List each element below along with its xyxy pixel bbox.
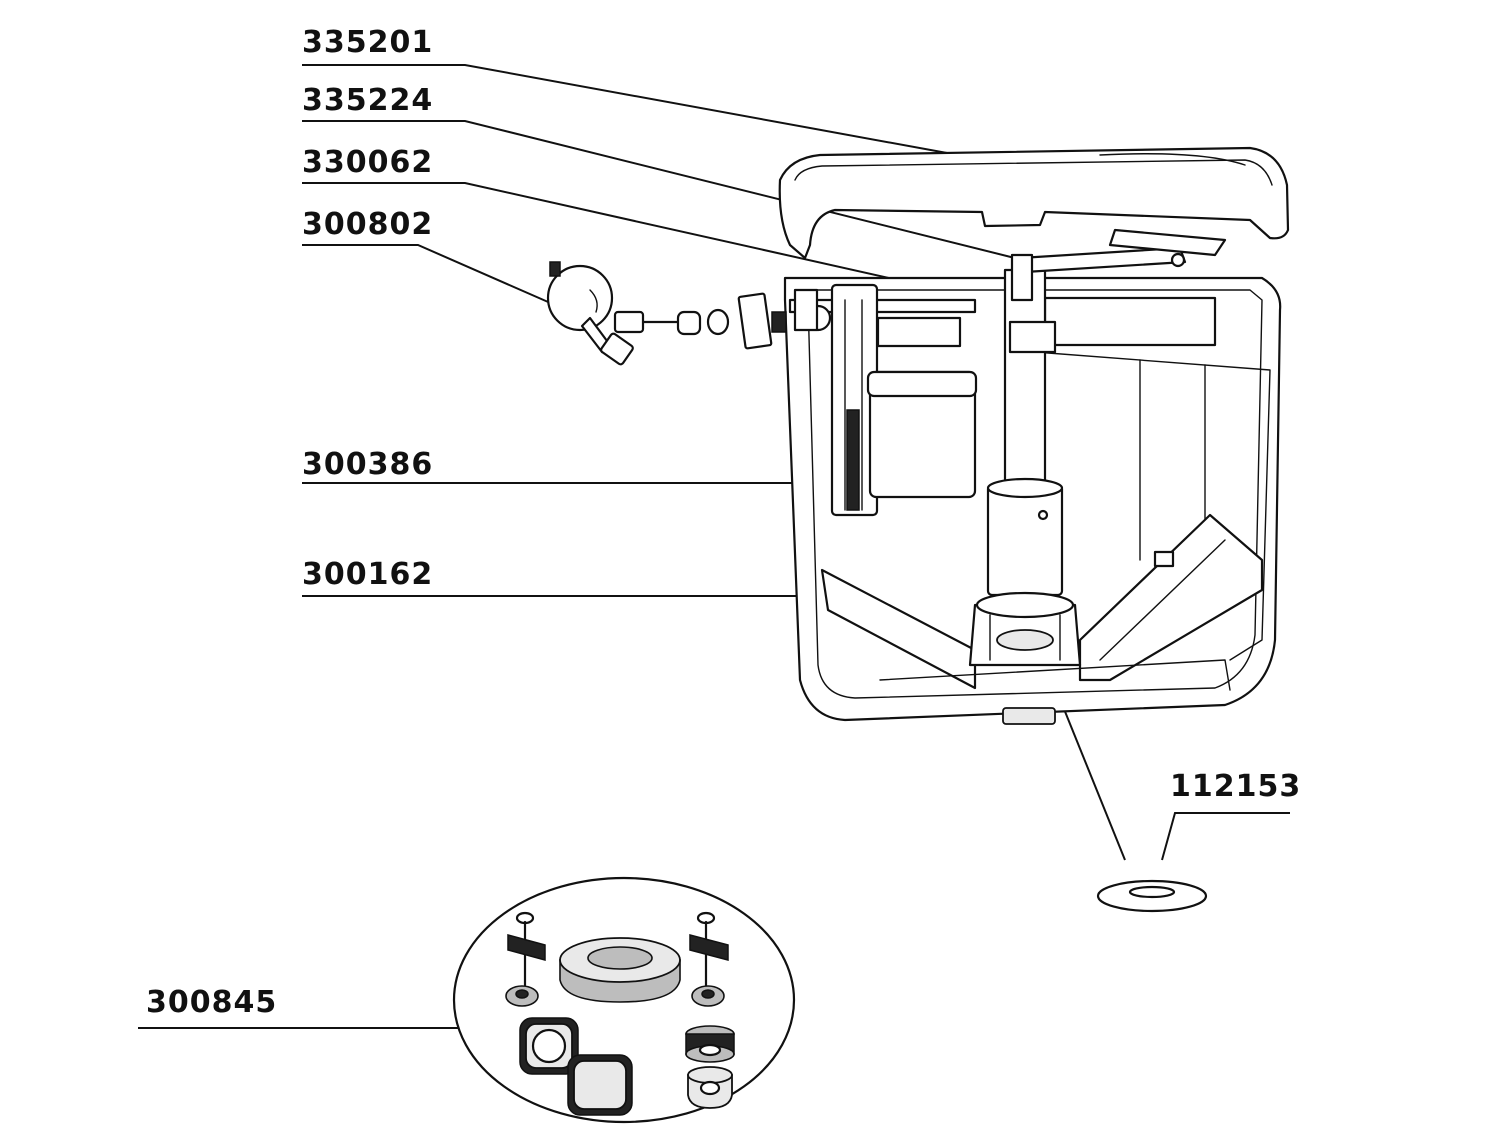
tank-floor [879,659,1231,691]
float-arm [876,316,962,348]
cistern-lid [778,146,1290,260]
inlet-knob [546,264,614,332]
lever-pin [1170,252,1186,268]
bolt-right [689,911,729,1007]
inlet-flange [737,292,773,350]
callout-lid: 335201 [302,25,959,156]
lid-highlight [1099,153,1246,166]
label-300802: 300802 [302,207,433,242]
leader-300802 [302,244,556,306]
lid-shell [778,146,1290,260]
label-330062: 330062 [302,145,433,180]
square-gasket-hole [531,1028,567,1064]
flush-lever-assembly [1008,228,1227,354]
callout-fixing-kit: 300845 [138,985,485,1029]
flush-valve-cage-top [975,591,1075,619]
inlet-ring-nut [676,310,702,336]
float-box-lid [866,370,978,398]
flush-valve-assembly [968,268,1082,667]
square-gasket-front-face [573,1060,627,1110]
mechanism-block [1008,320,1057,354]
callout-lever: 335224 [302,83,1056,269]
inlet-nut [600,332,634,366]
washer-top [687,1066,733,1084]
tank-outlet [1002,707,1056,725]
bolt-right-nut [701,989,715,999]
leader-112153 [1161,812,1290,861]
bolt-left [505,911,546,1007]
seal-washer [1096,879,1208,913]
lever-arm [1018,246,1187,274]
flush-valve-hole [1037,509,1049,521]
flush-valve-seal [996,629,1054,651]
ring-gasket-hole [587,946,653,970]
washer-hole [699,1080,721,1096]
baffle-tab [1153,550,1175,568]
tank-inner-wall [799,289,1263,699]
bolt-left-bracket [507,934,546,961]
lever-pivot [1010,253,1034,302]
float-valve-rod [846,409,860,511]
bolt-left-nut [515,989,529,999]
nut-washer-stack [685,1025,735,1109]
label-300162: 300162 [302,557,433,592]
label-112153: 112153 [1170,769,1301,804]
inlet-connector [613,310,645,334]
label-335201: 335201 [302,25,433,60]
bolt-right-bracket [689,934,729,961]
flush-valve-cylinder [986,483,1064,597]
seal-washer-hole [1128,885,1176,899]
leader-335201 [302,64,959,156]
callout-float: 300386 [302,447,905,484]
inlet-knob-mark [589,289,598,313]
label-300845: 300845 [146,985,277,1020]
lid-edge [794,159,1273,186]
label-335224: 335224 [302,83,433,118]
callout-inlet-valve: 300802 [302,207,556,306]
left-baffle [820,568,977,690]
lever-bracket [1108,228,1227,257]
leader-335224 [302,120,1056,269]
label-300386: 300386 [302,447,433,482]
inlet-knob-cap [549,261,561,277]
tank-rear-rail [1043,296,1217,347]
flush-valve-stem [1003,268,1047,502]
tank-back-panel [1034,351,1271,661]
inlet-thread [771,311,787,333]
nut-hole [698,1043,722,1057]
inlet-washer [706,308,730,336]
inlet-valve-assembly [546,261,787,366]
float-valve-inlet [793,288,819,332]
right-baffle [1078,513,1264,682]
square-gaskets [519,1017,633,1116]
float-valve-assembly [793,283,978,517]
ring-gasket [559,937,681,1003]
right-baffle-edge [1099,539,1226,661]
flush-valve-cylinder-top [986,477,1064,499]
fixing-kit [452,876,796,1124]
callout-seal-washer: 112153 [1044,661,1301,861]
